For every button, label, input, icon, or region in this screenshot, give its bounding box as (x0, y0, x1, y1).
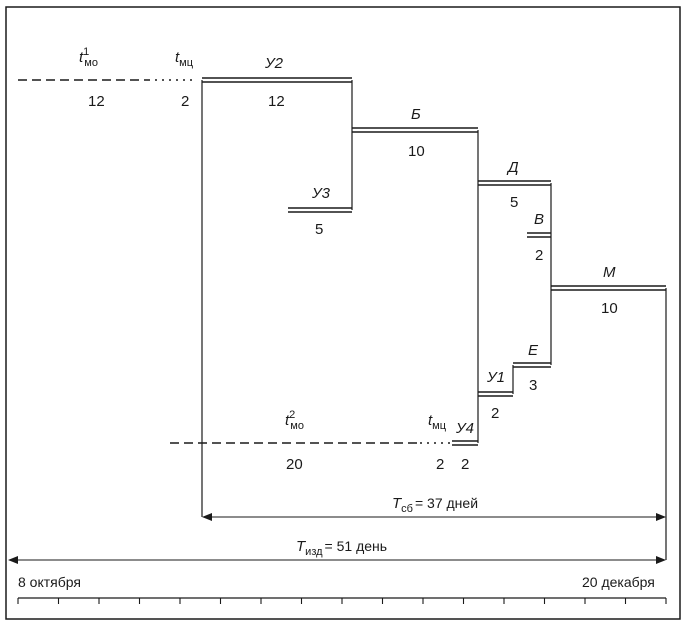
u1-duration: 2 (491, 405, 499, 422)
e-duration: 3 (529, 377, 537, 394)
t-mo1-duration: 12 (88, 93, 105, 110)
b-duration: 10 (408, 143, 425, 160)
u1-label: У1 (486, 369, 505, 386)
t-mc-bottom-label: tмц (428, 412, 447, 432)
u3-duration: 5 (315, 221, 323, 238)
t-mc-bottom-duration: 2 (436, 456, 444, 473)
outer-frame (5, 6, 681, 620)
m-duration: 10 (601, 300, 618, 317)
t-mc-top-label: tмц (175, 49, 194, 69)
u3-label: У3 (311, 185, 331, 202)
d-bar (478, 180, 551, 186)
v-duration: 2 (535, 247, 543, 264)
u1-bar (478, 391, 513, 397)
t-izd-label: Tизд= 51 день (296, 538, 387, 558)
t-mo2-duration: 20 (286, 456, 303, 473)
timeline-ticks (17, 598, 667, 604)
e-label: Е (528, 342, 539, 359)
b-label: Б (411, 106, 421, 123)
u3-bar (288, 207, 352, 213)
timeline-end-label: 20 декабря (582, 574, 655, 590)
b-bar (352, 127, 478, 133)
t-mc-top-duration: 2 (181, 93, 189, 110)
u4-bar (452, 440, 478, 446)
u2-label: У2 (264, 55, 284, 72)
t-sb-label: Tсб= 37 дней (392, 495, 478, 515)
u2-duration: 12 (268, 93, 285, 110)
m-bar (551, 285, 666, 291)
d-duration: 5 (510, 194, 518, 211)
timeline-start-label: 8 октября (18, 574, 81, 590)
m-label: М (603, 264, 616, 281)
u4-duration: 2 (461, 456, 469, 473)
u2-bar (202, 77, 352, 83)
v-bar (527, 232, 551, 238)
v-label: В (534, 211, 544, 228)
d-label: Д (506, 159, 519, 176)
e-bar (513, 362, 551, 368)
u4-label: У4 (455, 420, 474, 437)
